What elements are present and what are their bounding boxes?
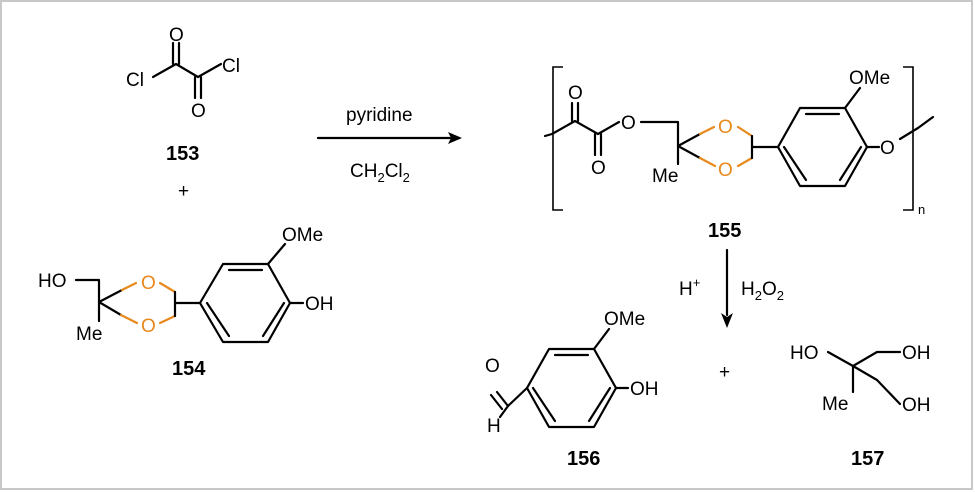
reagent-pyridine: pyridine [346,105,413,126]
atom-me: Me [652,166,678,187]
reagent-acid: H+ [679,275,700,300]
compound-155: O O O Me O O OMe O n [543,66,935,217]
atom-o: O [169,25,184,46]
atom-o-aldehyde: O [485,356,500,377]
atom-ome: OMe [282,225,323,246]
plus-sign: + [178,181,189,202]
atom-o: O [191,101,206,122]
atom-me: Me [822,394,848,415]
atom-o-linker: O [621,113,636,134]
atom-ho: HO [790,343,819,364]
compound-153: Cl Cl O O [126,25,240,122]
compound-number-154: 154 [172,358,206,380]
atom-oh: OH [305,294,334,315]
atom-oh: OH [902,343,931,364]
atom-o-acetal: O [718,117,733,138]
atom-o-acetal: O [718,160,733,181]
atom-o-acetal: O [141,273,156,294]
compound-number-156: 156 [567,448,600,470]
bracket-right [903,66,914,211]
compound-156: O H OMe OH [485,309,659,437]
compound-number-155: 155 [708,220,741,242]
compound-number-157: 157 [851,448,884,470]
reaction-arrow-2 [721,248,733,328]
compound-157: HO OH Me OH [790,343,931,416]
compound-number-153: 153 [166,143,199,165]
atom-cl: Cl [222,56,240,77]
atom-o-keto: O [568,83,583,104]
atom-ho: HO [38,271,67,292]
reaction-arrow-1 [316,132,462,144]
plus-sign: + [719,362,730,383]
atom-oh: OH [630,379,659,400]
compound-154: HO Me O O OMe OH [38,225,334,345]
atom-cl: Cl [126,70,144,91]
atom-me: Me [76,324,102,345]
repeat-unit-n: n [918,202,925,217]
atom-o-acetal: O [141,316,156,337]
atom-oh: OH [902,395,931,416]
atom-ome: OMe [849,68,890,89]
atom-o-ester: O [591,158,606,179]
solvent-ch2cl2: CH2Cl2 [350,161,410,185]
atom-h-aldehyde: H [487,416,501,437]
reagent-h2o2: H2O2 [741,279,784,303]
bracket-left [552,66,563,211]
atom-o-aryl: O [880,138,895,159]
atom-ome: OMe [604,309,645,330]
